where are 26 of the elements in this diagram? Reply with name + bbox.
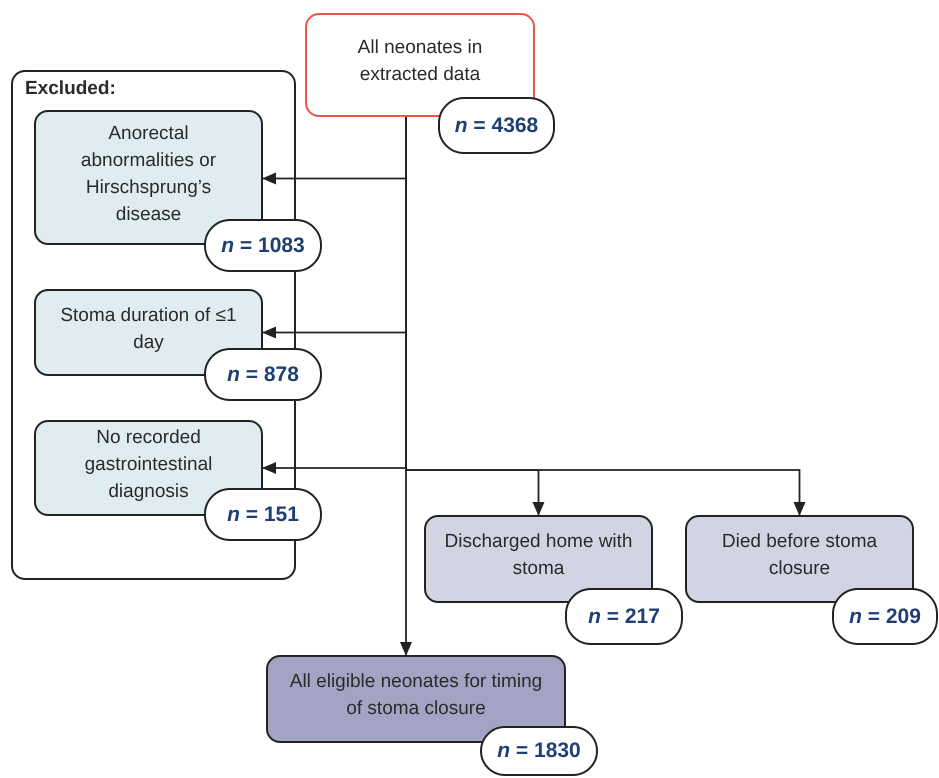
count-label: n = 217 [588,604,660,628]
box-label: Stoma duration of ≤1 day [59,304,238,354]
box-label: Anorectal abnormalities or Hirschsprung’s disease [80,122,218,226]
count-pill [204,348,322,401]
count-label: n = 151 [227,502,299,526]
count-label: n = 878 [227,362,299,386]
outcome-box [685,515,914,603]
result-box [266,655,566,743]
count-label: n = 4368 [454,114,538,138]
count-pill [480,726,598,776]
panel-heading: Excluded: [25,78,116,100]
count-pill [565,588,683,645]
box-label: All eligible neonates for timing of stoma closure [288,670,544,721]
outcome-box [424,515,653,603]
box-label: Died before stoma closure [720,530,878,581]
process-box [305,13,535,117]
box-label: All neonates in extracted data [356,36,484,87]
count-label: n = 209 [849,604,921,628]
count-pill [204,219,322,272]
count-pill [204,488,322,541]
count-label: n = 1083 [221,234,305,258]
count-pill [832,588,938,645]
box-label: No recorded gastrointestinal diagnosis [84,426,214,504]
box-label: Discharged home with stoma [444,530,634,581]
count-label: n = 1830 [497,739,581,763]
count-pill [438,97,555,154]
